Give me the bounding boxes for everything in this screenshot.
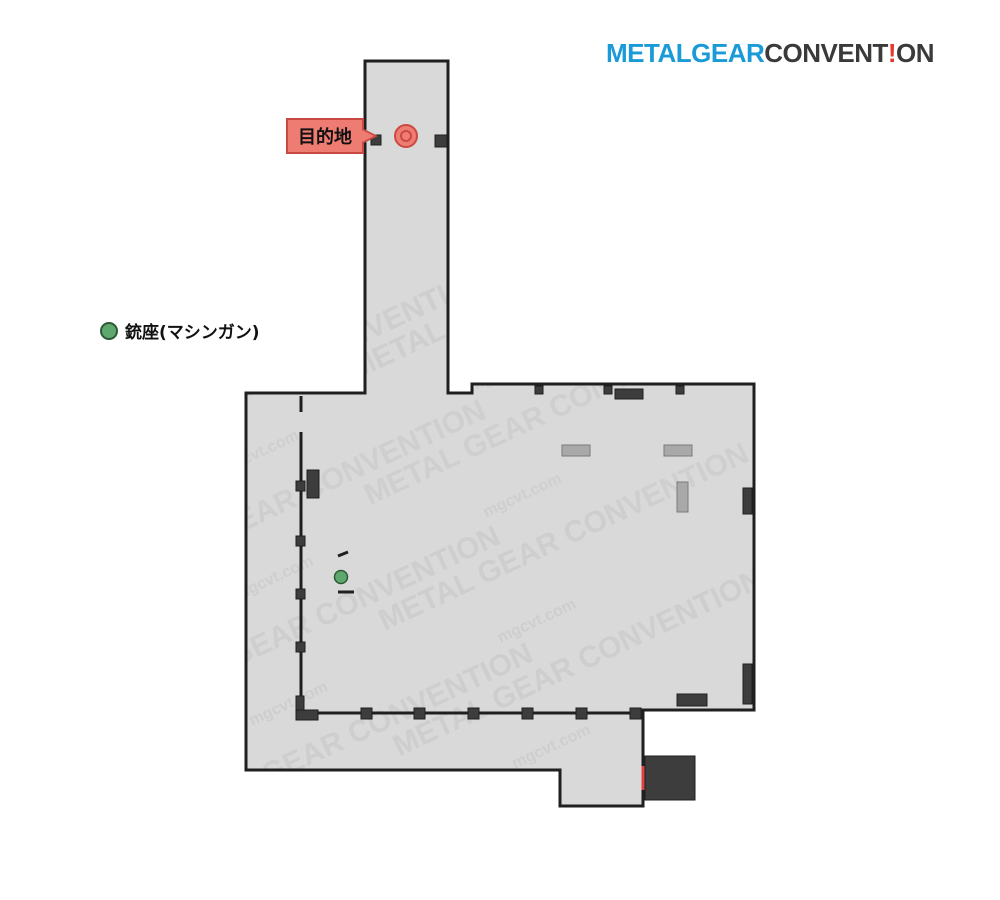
logo-text-convent: CONVENT — [764, 38, 888, 68]
logo-text-gear: GEAR — [691, 38, 765, 68]
destination-label: 目的地 — [298, 127, 352, 148]
pillars — [295, 134, 753, 801]
watermark-site: mgcvt.com — [279, 796, 363, 847]
target-icon[interactable] — [394, 124, 418, 148]
machine-gun-emplacement-icon[interactable] — [333, 569, 349, 585]
logo: METALGEARCONVENT!ON — [606, 38, 935, 68]
outer-wall — [244, 59, 756, 808]
floor-area — [246, 61, 754, 806]
green-circle-icon — [100, 321, 118, 340]
destination-callout[interactable]: 目的地 — [286, 118, 378, 154]
map-legend: 銃座(マシンガン) — [100, 318, 260, 343]
legend-label-machine-gun: 銃座(マシンガン) — [125, 323, 260, 343]
light-obstacles — [561, 444, 693, 513]
logo-text-accent: ! — [887, 38, 897, 68]
logo-text-metal: METAL — [606, 38, 692, 68]
logo-text-on: ON — [896, 38, 935, 68]
